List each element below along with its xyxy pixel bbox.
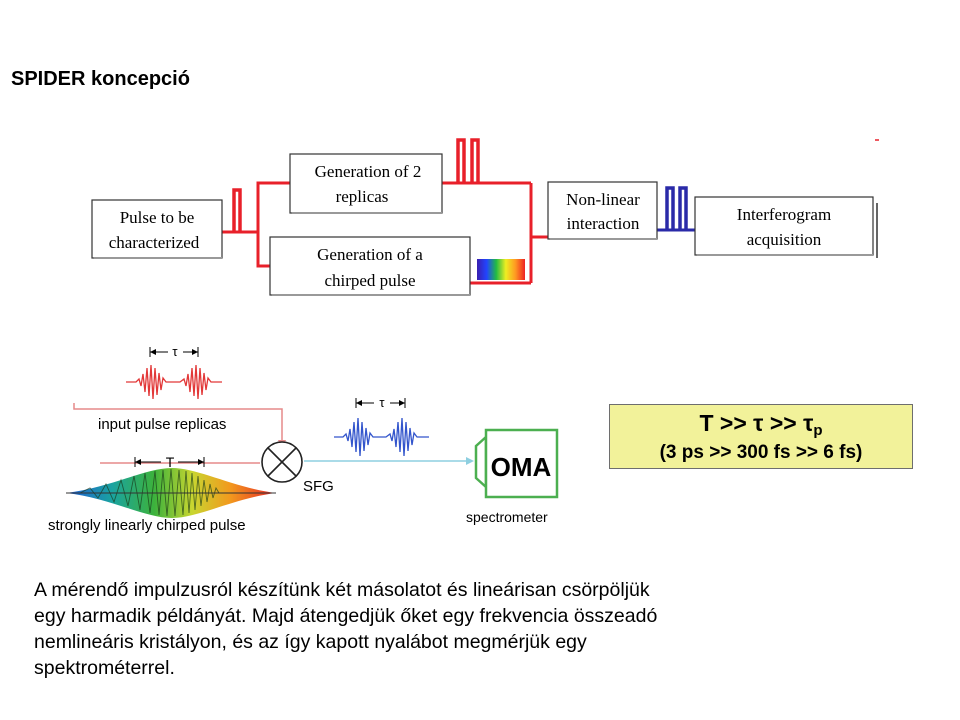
replicas-box-line1: Generation of 2 <box>315 162 422 181</box>
chirped-box-line1: Generation of a <box>317 245 423 264</box>
flow-diagram: Pulse to be characterized Generation of … <box>91 138 879 296</box>
big-t-marker <box>134 457 205 467</box>
spider-schematic: τ input pulse replicas T strongly linear… <box>48 344 559 534</box>
formula-main: T >> τ >> τ <box>699 410 814 436</box>
blue-pulse-spikes <box>665 186 688 230</box>
output-tau-marker <box>355 398 406 408</box>
formula-subscript: p <box>813 422 823 439</box>
formula-inequality: T >> τ >> τp <box>610 410 912 439</box>
chirped-pulse <box>66 468 276 518</box>
interferogram-box: Interferogram acquisition <box>694 196 874 256</box>
formula-box: T >> τ >> τp (3 ps >> 300 fs >> 6 fs) <box>609 404 913 469</box>
chirped-label: strongly linearly chirped pulse <box>48 517 246 534</box>
chirped-box: Generation of a chirped pulse <box>269 236 471 296</box>
pulse-box-line1: Pulse to be <box>120 208 195 227</box>
oma-label: OMA <box>491 452 552 482</box>
big-t-label: T <box>166 454 175 470</box>
tau-label: τ <box>172 344 178 359</box>
chirped-box-line2: chirped pulse <box>324 271 415 290</box>
rainbow-chirp-swatch <box>477 259 525 280</box>
output-tau-label: τ <box>379 395 385 410</box>
interferogram-box-line2: acquisition <box>747 230 822 249</box>
formula-values: (3 ps >> 300 fs >> 6 fs) <box>659 442 863 463</box>
interferogram-box-line1: Interferogram <box>737 205 831 224</box>
description-line-3: nemlineáris kristályon, és az így kapott… <box>34 631 587 653</box>
description-line-1: A mérendő impulzusról készítünk két máso… <box>34 579 650 601</box>
description-text: A mérendő impulzusról készítünk két máso… <box>34 577 910 681</box>
replica-pulse-spikes <box>456 138 480 183</box>
pulse-box-line2: characterized <box>109 233 200 252</box>
tau-marker <box>149 347 199 357</box>
nonlinear-box: Non-linear interaction <box>547 181 658 240</box>
schematic-paths <box>73 403 283 464</box>
replica-waves <box>126 364 222 400</box>
nonlinear-box-line1: Non-linear <box>566 190 640 209</box>
replicas-label: input pulse replicas <box>98 416 226 433</box>
pulse-box: Pulse to be characterized <box>91 199 223 259</box>
output-arrowhead <box>466 457 474 465</box>
output-waves <box>334 417 429 457</box>
replicas-box-line2: replicas <box>336 187 389 206</box>
description-line-2: egy harmadik példányát. Majd átengedjük … <box>34 605 658 627</box>
nonlinear-box-line2: interaction <box>567 214 640 233</box>
spectrometer-label: spectrometer <box>466 509 548 525</box>
replicas-box: Generation of 2 replicas <box>289 153 443 214</box>
sfg-crystal-icon <box>261 441 303 483</box>
description-line-4: spektrométerrel. <box>34 657 175 679</box>
oma-spectrometer-icon <box>474 428 559 499</box>
slide-title: SPIDER koncepció <box>11 68 190 90</box>
input-pulse-spike <box>232 188 242 232</box>
sfg-label: SFG <box>303 478 334 495</box>
